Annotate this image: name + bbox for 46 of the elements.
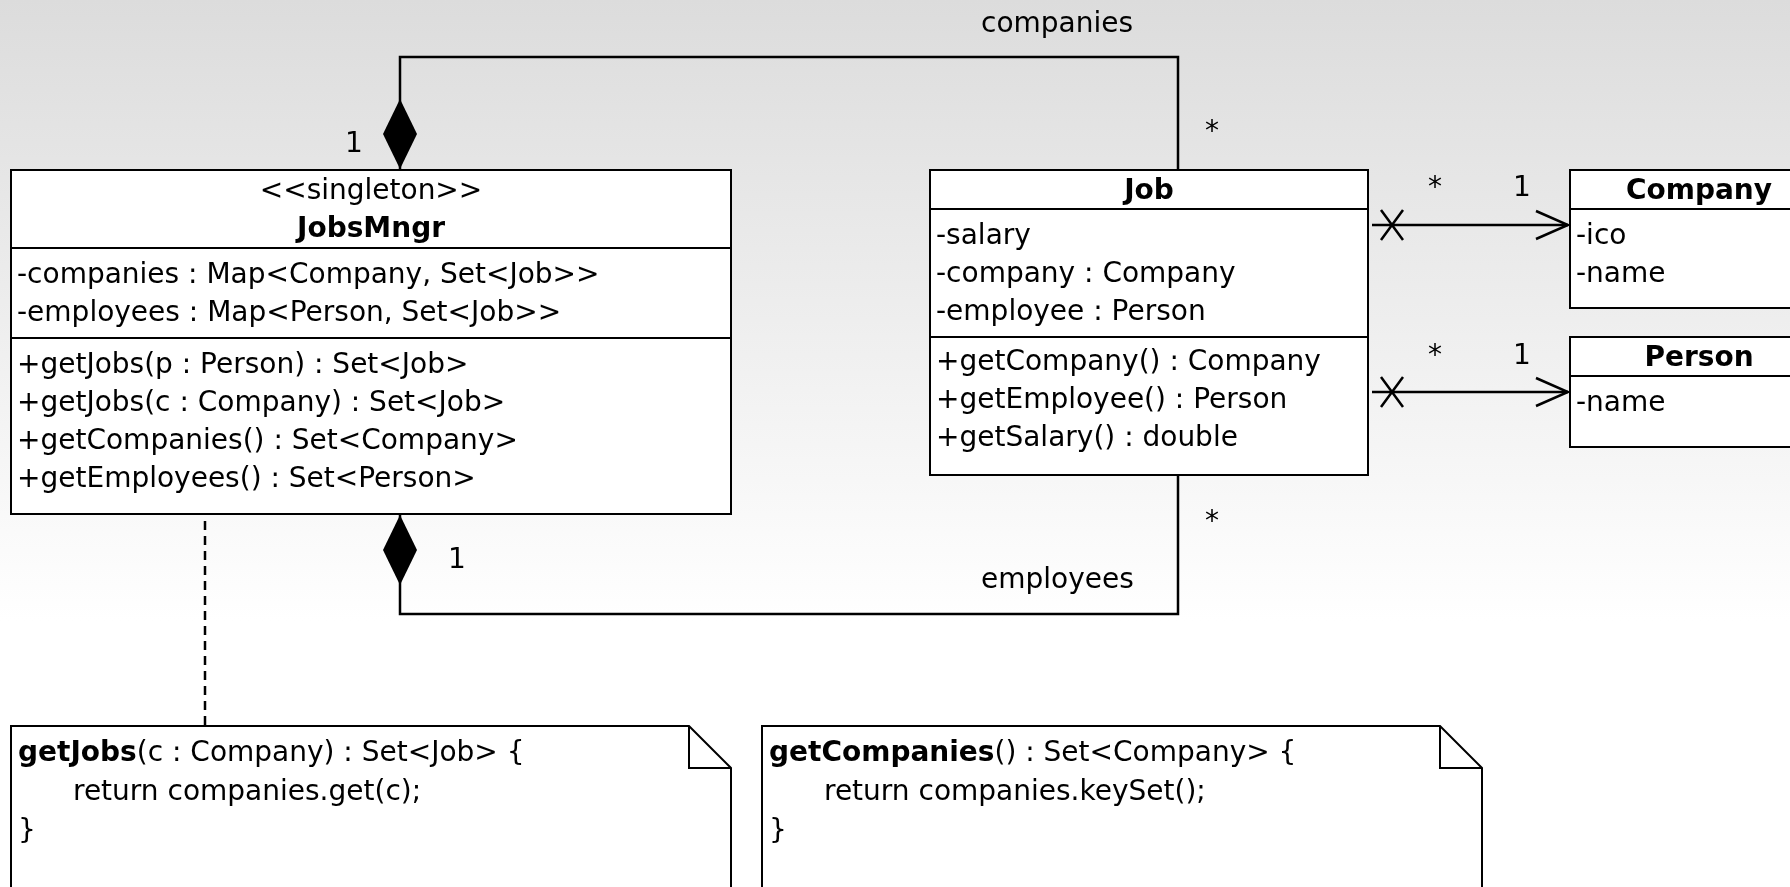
multiplicity-label: * — [1205, 503, 1219, 539]
member-text: -company : Company — [936, 255, 1236, 291]
multiplicity-label: 1 — [345, 125, 363, 161]
class-box — [10, 169, 732, 515]
class-box — [1569, 336, 1790, 448]
class-name: Company — [1625, 172, 1773, 208]
member-text: +getEmployee() : Person — [936, 381, 1288, 417]
multiplicity-label: 1 — [1513, 169, 1531, 205]
member-text: -employees : Map<Person, Set<Job>> — [17, 294, 562, 330]
code-line: return companies.keySet(); — [824, 773, 1206, 809]
note-box — [761, 725, 1483, 887]
multiplicity-label: * — [1428, 169, 1442, 205]
member-text: +getJobs(c : Company) : Set<Job> — [17, 384, 506, 420]
class-name: Job — [1124, 172, 1174, 208]
composition-line — [383, 55, 1180, 169]
member-text: -ico — [1576, 217, 1627, 253]
member-text: +getCompanies() : Set<Company> — [17, 422, 518, 458]
member-text: +getCompany() : Company — [936, 343, 1321, 379]
multiplicity-label: * — [1205, 113, 1219, 149]
code-line: } — [769, 812, 787, 848]
class-name: Person — [1644, 339, 1754, 375]
composition-line — [383, 476, 1180, 616]
edge-label: companies — [981, 5, 1134, 41]
member-text: -name — [1576, 255, 1666, 291]
note-box — [10, 725, 732, 887]
member-text: -companies : Map<Company, Set<Job>> — [17, 256, 600, 292]
class-box — [1569, 169, 1790, 309]
multiplicity-label: * — [1428, 337, 1442, 373]
class-name: JobsMngr — [297, 210, 445, 246]
member-text: +getSalary() : double — [936, 419, 1238, 455]
member-text: -salary — [936, 217, 1031, 253]
code-line: return companies.get(c); — [73, 773, 422, 809]
association-arrow — [1372, 208, 1570, 242]
code-line: getCompanies() : Set<Company> { — [769, 734, 1297, 770]
multiplicity-label: 1 — [1513, 337, 1531, 373]
code-line: getJobs(c : Company) : Set<Job> { — [18, 734, 525, 770]
association-arrow — [1372, 375, 1570, 409]
member-text: -name — [1576, 384, 1666, 420]
member-text: -employee : Person — [936, 293, 1206, 329]
member-text: +getJobs(p : Person) : Set<Job> — [17, 346, 469, 382]
class-box — [929, 169, 1369, 476]
edge-label: employees — [981, 561, 1134, 597]
stereotype-label: <<singleton>> — [259, 172, 483, 208]
member-text: +getEmployees() : Set<Person> — [17, 460, 476, 496]
multiplicity-label: 1 — [448, 541, 466, 577]
code-line: } — [18, 812, 36, 848]
